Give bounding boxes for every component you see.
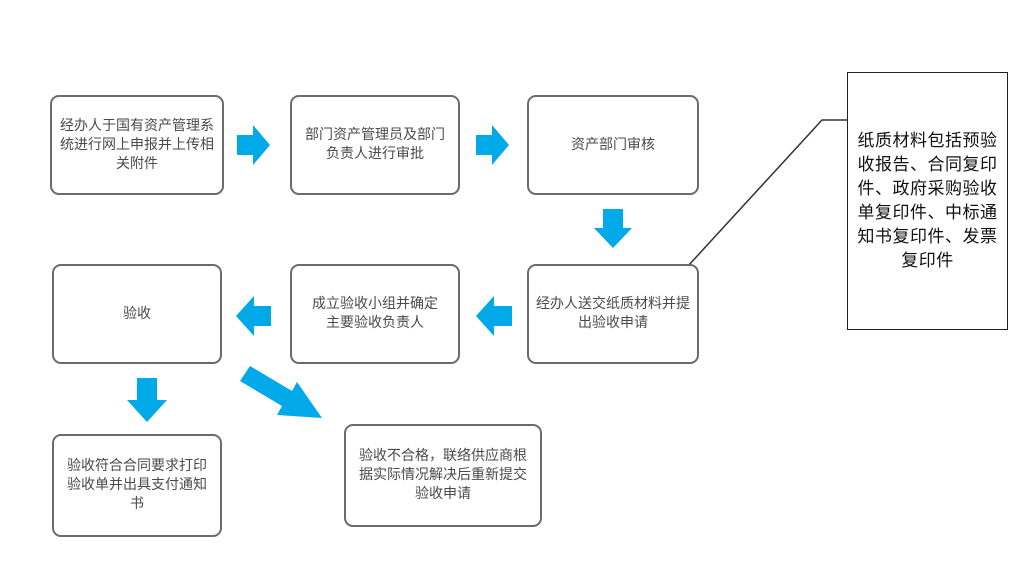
materials-note: 纸质材料包括预验收报告、合同复印件、政府采购验收单复印件、中标通知书复印件、发票… [847, 72, 1008, 330]
step-fail-text: 验收不合格，联络供应商根据实际情况解决后重新提交验收申请 [359, 448, 527, 502]
step-fail: 验收不合格，联络供应商根据实际情况解决后重新提交验收申请 [344, 424, 542, 527]
arrow-down-1 [594, 209, 632, 248]
note-leader-line [687, 119, 849, 267]
step-submit: 经办人于国有资产管理系统进行网上申报并上传相关附件 [50, 95, 224, 195]
step-dept-review: 部门资产管理员及部门负责人进行审批 [290, 95, 460, 195]
step-form-team-text: 成立验收小组并确定主要验收负责人 [312, 296, 438, 331]
arrow-diagonal [240, 366, 322, 418]
step-send-materials-text: 经办人送交纸质材料并提出验收申请 [536, 296, 690, 331]
step-asset-review: 资产部门审核 [527, 95, 699, 195]
arrow-left-1 [476, 296, 512, 336]
materials-note-text: 纸质材料包括预验收报告、合同复印件、政府采购验收单复印件、中标通知书复印件、发票… [857, 131, 998, 271]
arrow-left-2 [236, 296, 271, 336]
arrow-down-2 [127, 378, 167, 422]
step-asset-review-text: 资产部门审核 [571, 136, 655, 153]
step-submit-text: 经办人于国有资产管理系统进行网上申报并上传相关附件 [60, 117, 214, 172]
step-dept-review-text: 部门资产管理员及部门负责人进行审批 [305, 127, 445, 162]
arrow-right-2 [476, 125, 509, 165]
step-acceptance: 验收 [52, 264, 222, 364]
arrow-right-1 [237, 125, 270, 165]
step-acceptance-text: 验收 [123, 305, 151, 322]
step-pass: 验收符合合同要求打印验收单并出具支付通知书 [52, 434, 222, 537]
step-send-materials: 经办人送交纸质材料并提出验收申请 [527, 264, 699, 364]
step-form-team: 成立验收小组并确定主要验收负责人 [290, 264, 460, 364]
step-pass-text: 验收符合合同要求打印验收单并出具支付通知书 [67, 458, 207, 512]
